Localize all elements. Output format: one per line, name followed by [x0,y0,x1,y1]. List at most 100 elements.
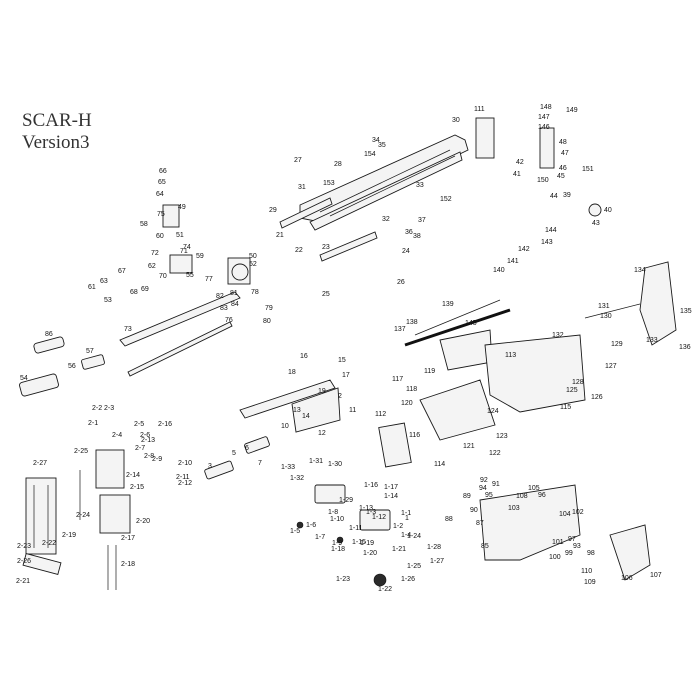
callout-56: 56 [68,363,76,370]
callout-46: 46 [559,165,567,172]
callout-10: 10 [281,423,289,430]
callout-152: 152 [440,196,452,203]
callout-104: 104 [559,511,571,518]
callout-138: 138 [406,319,418,326]
callout-91: 91 [492,481,500,488]
callout-2-19: 2-19 [62,532,76,539]
callout-144: 144 [545,227,557,234]
callout-78: 78 [251,289,259,296]
callout-1-4: 1-4 [401,532,411,539]
callout-47: 47 [561,150,569,157]
callout-88: 88 [445,516,453,523]
callout-1-21: 1-21 [392,546,406,553]
callout-146: 146 [538,124,550,131]
callout-97: 97 [568,536,576,543]
callout-114: 114 [434,461,445,468]
callout-73: 73 [124,326,132,333]
callout-110: 110 [581,568,592,575]
callout-1-16: 1-16 [364,482,378,489]
callout-127: 127 [605,363,617,370]
callout-1-3: 1-3 [366,509,376,516]
callout-2-24: 2-24 [76,512,90,519]
callout-2-20: 2-20 [136,518,150,525]
magazine-mid [95,449,131,534]
callout-100: 100 [549,554,561,561]
callout-1-25: 1-25 [407,563,421,570]
callout-115: 115 [560,404,571,411]
callout-57: 57 [86,348,94,355]
callout-1-33: 1-33 [281,464,295,471]
callout-111: 111 [474,106,485,113]
callout-72: 72 [151,250,159,257]
callout-2-8: 2-8 [144,453,154,460]
callout-141: 141 [507,258,519,265]
callout-61: 61 [88,284,96,291]
callout-84: 84 [231,301,239,308]
callout-62: 62 [148,263,156,270]
callout-87: 87 [476,520,484,527]
fire-control-parts [296,484,391,587]
callout-2-23: 2-23 [17,543,31,550]
callout-39: 39 [563,192,571,199]
callout-58: 58 [140,221,148,228]
callout-99: 99 [565,550,573,557]
callout-2-3: 2-3 [104,405,114,412]
callout-94: 94 [479,485,487,492]
callout-7: 7 [258,460,262,467]
callout-118: 118 [406,386,417,393]
title-version: Version3 [22,132,90,153]
callout-1-18: 1-18 [331,546,345,553]
callout-137: 137 [394,326,406,333]
diagram-title: SCAR-H Version3 [22,110,92,154]
callout-135: 135 [680,308,692,315]
callout-19: 19 [318,388,326,395]
callout-2: 2 [338,393,342,400]
callout-121: 121 [463,443,475,450]
callout-35: 35 [378,142,386,149]
callout-1-5: 1-5 [290,528,300,535]
callout-1-17: 1-17 [384,484,398,491]
callout-27: 27 [294,157,302,164]
front-sight [162,204,193,274]
callout-32: 32 [382,216,390,223]
callout-2-18: 2-18 [121,561,135,568]
callout-139: 139 [442,301,454,308]
callout-2-16: 2-16 [158,421,172,428]
callout-1-8: 1-8 [328,509,338,516]
barrel [119,291,241,377]
callout-130: 130 [600,313,612,320]
callout-34: 34 [372,137,380,144]
callout-24: 24 [402,248,410,255]
callout-51: 51 [176,232,184,239]
callout-112: 112 [375,411,386,418]
callout-106: 106 [621,575,633,582]
callout-60: 60 [156,233,164,240]
callout-143: 143 [541,239,553,246]
callout-98: 98 [587,550,595,557]
callout-17: 17 [342,372,350,379]
callout-107: 107 [650,572,662,579]
callout-65: 65 [158,179,166,186]
callout-44: 44 [550,193,558,200]
mag-rods [107,545,117,590]
callout-113: 113 [505,352,516,359]
callout-2-2: 2-2 [92,405,102,412]
callout-5: 5 [232,450,236,457]
bolt-carrier [239,379,341,433]
lower-rail [319,231,378,262]
callout-2-9: 2-9 [152,456,162,463]
callout-1-30: 1-30 [328,461,342,468]
callout-43: 43 [592,220,600,227]
callout-2-6: 2-6 [140,432,150,439]
callout-2-15: 2-15 [130,484,144,491]
callout-1-13: 1-13 [359,505,373,512]
callout-1-27: 1-27 [430,558,444,565]
callout-59: 59 [196,253,204,260]
callout-2-25: 2-25 [74,448,88,455]
callout-75: 75 [157,211,165,218]
recoil-rods [404,299,511,347]
callout-120: 120 [401,400,413,407]
flash-hider [19,336,105,397]
callout-30: 30 [452,117,460,124]
callout-1-19: 1-19 [360,540,374,547]
